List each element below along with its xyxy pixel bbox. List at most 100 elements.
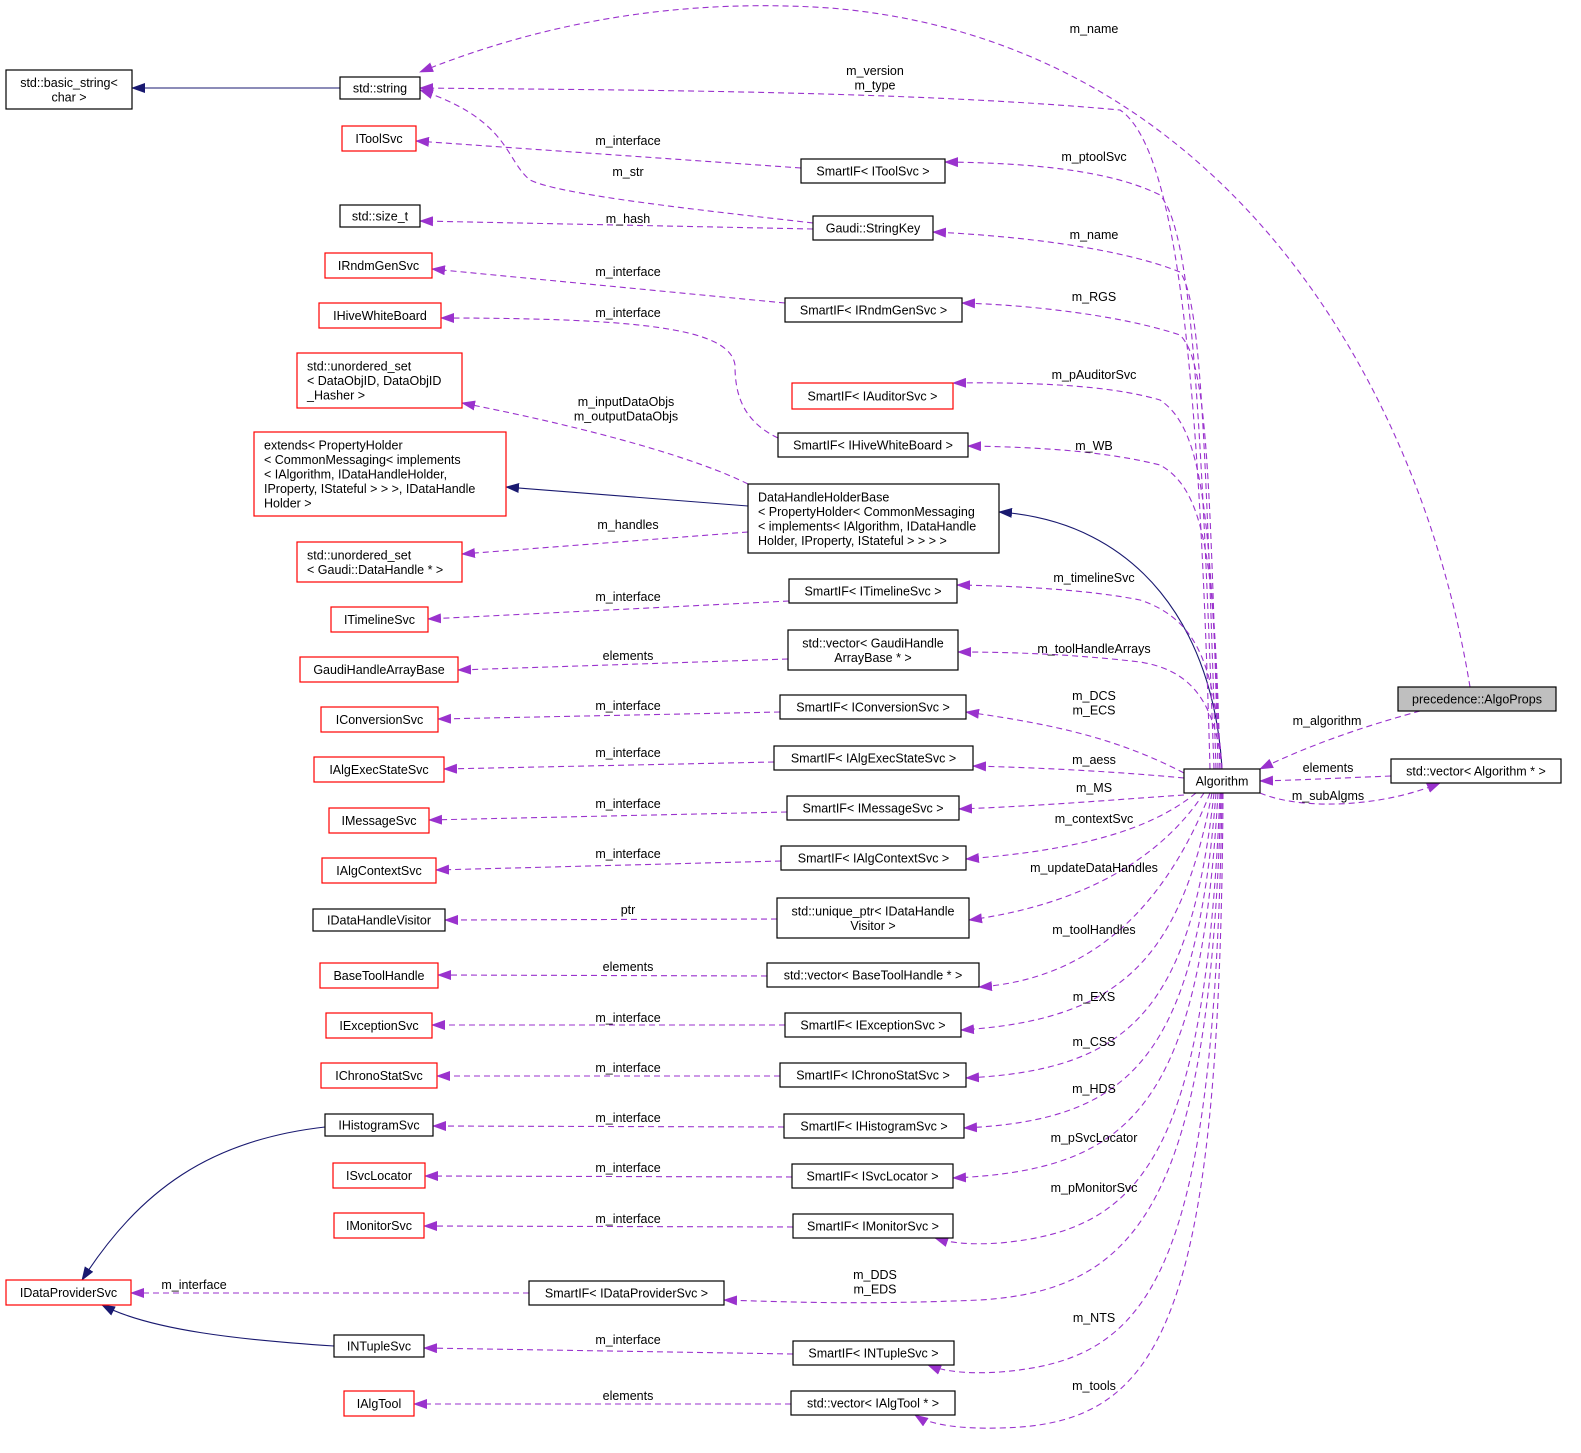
node-label: std::vector< IAlgTool * > <box>807 1397 939 1411</box>
edge-use-algorithm-smartif-itoolsvc <box>944 157 1215 770</box>
edge-inherit-datahandleholderbase-extends <box>505 483 749 507</box>
node-smartif-itoolsvc[interactable]: SmartIF< IToolSvc > <box>800 158 946 184</box>
node-label: SmartIF< ITimelineSvc > <box>804 585 941 599</box>
node-label: IRndmGenSvc <box>338 259 419 273</box>
node-isvclocator[interactable]: ISvcLocator <box>332 1162 426 1189</box>
node-basic-string[interactable]: std::basic_string<char > <box>5 69 133 110</box>
node-label: std::string <box>353 82 407 96</box>
edge-label-m-algorithm: m_algorithm <box>1293 714 1362 728</box>
node-box <box>812 215 934 241</box>
node-ihivewhiteboard[interactable]: IHiveWhiteBoard <box>318 302 442 329</box>
node-label: SmartIF< IExceptionSvc > <box>800 1019 945 1033</box>
node-smartif-imonitorsvc[interactable]: SmartIF< IMonitorSvc > <box>792 1213 954 1239</box>
edge-use-smartif-svclocator-isvclocator <box>424 1171 793 1182</box>
node-iconversionsvc[interactable]: IConversionSvc <box>320 706 439 733</box>
edge-use-algorithm-vector-ialgtool <box>914 792 1224 1429</box>
node-irndmgensvc[interactable]: IRndmGenSvc <box>324 252 433 279</box>
node-box <box>299 656 459 683</box>
node-smartif-isvclocator[interactable]: SmartIF< ISvcLocator > <box>791 1163 954 1189</box>
node-smartif-iauditorsvc[interactable]: SmartIF< IAuditorSvc > <box>791 382 954 410</box>
edge-use-datahandleholderbase-unordered-set-dataobj <box>461 400 749 485</box>
node-smartif-imessagesvc[interactable]: SmartIF< IMessageSvc > <box>786 795 960 821</box>
edge-label-m-psvclocator: m_pSvcLocator <box>1051 1131 1138 1145</box>
edge-label-m-version-type: m_type <box>855 79 896 93</box>
node-gaudihandlearraybase[interactable]: GaudiHandleArrayBase <box>299 656 459 683</box>
edge-label-elements-basetool: elements <box>603 960 654 974</box>
node-itoolsvc[interactable]: IToolSvc <box>341 125 417 152</box>
node-label: std::unordered_set <box>307 360 412 374</box>
node-unique-ptr-visitor[interactable]: std::unique_ptr< IDataHandleVisitor > <box>776 897 970 939</box>
node-imessagesvc[interactable]: IMessageSvc <box>328 807 430 834</box>
node-label: IProperty, IStateful > > >, IDataHandle <box>264 482 475 496</box>
node-vector-gaudihandle[interactable]: std::vector< GaudiHandleArrayBase * > <box>787 629 959 671</box>
node-box <box>5 1279 132 1306</box>
node-label: ITimelineSvc <box>344 613 415 627</box>
edge-label-m-input-output: m_inputDataObjs <box>578 395 675 409</box>
node-label: IAlgTool <box>357 1397 401 1411</box>
node-smartif-ihivewhiteboard[interactable]: SmartIF< IHiveWhiteBoard > <box>777 432 969 458</box>
node-smartif-ialgexecstatesvc[interactable]: SmartIF< IAlgExecStateSvc > <box>773 745 974 771</box>
node-box <box>313 756 445 783</box>
edge-use-smartif-histogram-ihistogramsvc <box>432 1121 785 1132</box>
node-label: < DataObjID, DataObjID <box>307 374 441 388</box>
node-vector-ialgtool[interactable]: std::vector< IAlgTool * > <box>790 1390 956 1416</box>
node-label: IAlgContextSvc <box>336 864 421 878</box>
node-box <box>1183 768 1261 794</box>
node-iexceptionsvc[interactable]: IExceptionSvc <box>325 1012 433 1039</box>
edge-use-algorithm-vector-algorithm <box>1259 782 1441 805</box>
node-smartif-ichronostatsvc[interactable]: SmartIF< IChronoStatSvc > <box>779 1062 967 1088</box>
node-extends[interactable]: extends< PropertyHolder< CommonMessaging… <box>253 431 507 517</box>
node-imonitorsvc[interactable]: IMonitorSvc <box>333 1212 425 1239</box>
node-box <box>324 1113 434 1137</box>
node-vector-basetoolhandle[interactable]: std::vector< BaseToolHandle * > <box>766 962 980 988</box>
node-precedence-algoprops[interactable]: precedence::AlgoProps <box>1397 686 1557 712</box>
node-box <box>320 1062 438 1089</box>
node-label: < IAlgorithm, IDataHandleHolder, <box>264 468 447 482</box>
node-label: IToolSvc <box>355 132 402 146</box>
edge-use-algorithm-smartif-hive <box>967 441 1221 770</box>
node-smartif-iexceptionsvc[interactable]: SmartIF< IExceptionSvc > <box>784 1012 962 1038</box>
node-label: std::basic_string< <box>20 76 118 90</box>
node-ialgcontextsvc[interactable]: IAlgContextSvc <box>321 857 437 884</box>
edge-use-stringkey-std-string <box>419 89 814 224</box>
node-label: IConversionSvc <box>336 713 424 727</box>
node-box <box>779 1062 967 1088</box>
node-gaudi-stringkey[interactable]: Gaudi::StringKey <box>812 215 934 241</box>
node-size-t[interactable]: std::size_t <box>339 204 421 228</box>
node-idataprovidersvc[interactable]: IDataProviderSvc <box>5 1279 132 1306</box>
edge-label-m-nts: m_NTS <box>1073 1311 1115 1325</box>
node-ialgtool[interactable]: IAlgTool <box>343 1390 415 1417</box>
edge-label-m-interface-histogram: m_interface <box>595 1111 660 1125</box>
node-vector-algorithm[interactable]: std::vector< Algorithm * > <box>1390 758 1562 784</box>
node-label: GaudiHandleArrayBase <box>313 663 444 677</box>
node-label: SmartIF< IConversionSvc > <box>796 701 950 715</box>
node-label: SmartIF< ISvcLocator > <box>807 1170 939 1184</box>
edge-use-smartif-context-ialgcontextsvc <box>435 860 782 875</box>
node-intuplesvc[interactable]: INTupleSvc <box>333 1334 425 1358</box>
node-smartif-iconversionsvc[interactable]: SmartIF< IConversionSvc > <box>779 694 967 720</box>
node-ialgexecstatesvc[interactable]: IAlgExecStateSvc <box>313 756 445 783</box>
node-algorithm[interactable]: Algorithm <box>1183 768 1261 794</box>
node-label: _Hasher > <box>306 389 365 403</box>
node-smartif-irndmgensvc[interactable]: SmartIF< IRndmGenSvc > <box>784 297 963 323</box>
edge-use-smartif-rndm-irndmgensvc <box>431 265 786 304</box>
node-itimelinesvc[interactable]: ITimelineSvc <box>330 606 429 633</box>
edge-use-algorithm-smartif-exception <box>960 792 1213 1035</box>
node-basetoolhandle[interactable]: BaseToolHandle <box>319 962 439 989</box>
node-box <box>339 76 421 100</box>
node-label: Holder > <box>264 497 312 511</box>
node-smartif-ialgcontextsvc[interactable]: SmartIF< IAlgContextSvc > <box>780 845 967 871</box>
node-std-string[interactable]: std::string <box>339 76 421 100</box>
node-ichronostatsvc[interactable]: IChronoStatSvc <box>320 1062 438 1089</box>
node-smartif-idataprovidersvc[interactable]: SmartIF< IDataProviderSvc > <box>528 1280 725 1306</box>
node-smartif-ihistogramsvc[interactable]: SmartIF< IHistogramSvc > <box>783 1113 965 1139</box>
node-smartif-intuplesvc[interactable]: SmartIF< INTupleSvc > <box>792 1340 955 1366</box>
node-ihistogramsvc[interactable]: IHistogramSvc <box>324 1113 434 1137</box>
edge-label-m-name-key: m_name <box>1070 228 1119 242</box>
node-unordered-set-handle[interactable]: std::unordered_set< Gaudi::DataHandle * … <box>296 541 463 583</box>
node-idatahandlevisitor[interactable]: IDataHandleVisitor <box>312 908 446 932</box>
node-unordered-set-dataobj[interactable]: std::unordered_set< DataObjID, DataObjID… <box>296 352 463 409</box>
node-datahandleholderbase[interactable]: DataHandleHolderBase< PropertyHolder< Co… <box>747 483 1000 554</box>
node-smartif-itimelinesvc[interactable]: SmartIF< ITimelineSvc > <box>788 578 958 604</box>
